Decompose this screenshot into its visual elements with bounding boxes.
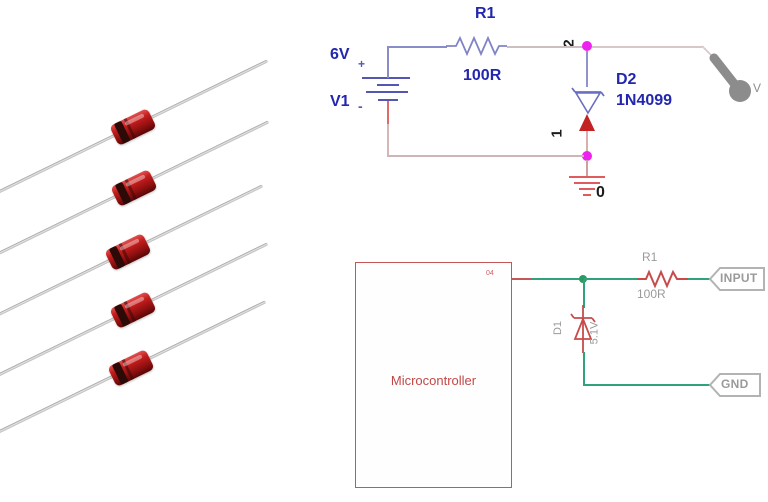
node-dot xyxy=(582,41,592,51)
zener-diode-symbol xyxy=(571,87,605,115)
wire xyxy=(583,352,585,386)
wire xyxy=(532,278,584,280)
diode-ref-label: D2 xyxy=(616,71,637,88)
junction-dot xyxy=(579,275,587,283)
voltage-label: 6V xyxy=(330,46,350,63)
wire xyxy=(387,124,389,157)
wire xyxy=(387,101,389,125)
diode-body xyxy=(110,168,158,208)
current-arrow xyxy=(579,114,595,131)
diode-body xyxy=(109,290,157,330)
glass-highlight xyxy=(124,113,145,127)
probe-label: V xyxy=(753,81,762,95)
microcontroller-label: Microcontroller xyxy=(390,373,477,388)
glass-highlight xyxy=(119,238,140,252)
glass-highlight xyxy=(122,354,143,368)
wire xyxy=(512,278,532,280)
ground-node-label: 0 xyxy=(596,184,605,201)
wire xyxy=(586,131,588,153)
resistor-symbol xyxy=(446,35,507,57)
input-tag-label: INPUT xyxy=(720,271,758,285)
resistor-value-label: 100R xyxy=(463,67,502,84)
resistor-ref-label: R1 xyxy=(642,250,658,264)
zener-diode-symbol xyxy=(570,305,596,353)
source-ref-label: V1 xyxy=(330,93,350,110)
battery-plus: + xyxy=(358,57,366,71)
wire xyxy=(584,278,637,280)
wire xyxy=(387,155,584,157)
node-dot xyxy=(582,151,592,161)
wire xyxy=(586,51,588,87)
input-tag xyxy=(708,267,765,291)
resistor-value-label: 100R xyxy=(637,287,666,301)
glass-highlight xyxy=(124,296,145,310)
node-1-label: 1 xyxy=(548,129,566,138)
diode-ref-label: D1 xyxy=(552,320,565,336)
diode-body xyxy=(104,232,152,272)
glass-highlight xyxy=(125,174,146,188)
diode-body xyxy=(109,107,157,147)
wire xyxy=(507,46,583,48)
resistor-ref-label: R1 xyxy=(475,5,496,22)
voltage-probe-icon xyxy=(701,45,751,102)
wire xyxy=(387,46,389,78)
wire xyxy=(387,46,447,48)
wire xyxy=(583,280,585,308)
battery-minus: - xyxy=(358,98,363,114)
gnd-tag xyxy=(708,373,761,397)
wire xyxy=(592,46,702,48)
diode-value-label: 5.1V xyxy=(588,321,601,345)
resistor-symbol xyxy=(637,269,688,289)
pin-label: 04 xyxy=(486,270,494,277)
wire xyxy=(688,278,712,280)
microcontroller-box: Microcontroller xyxy=(355,262,512,488)
gnd-tag-label: GND xyxy=(721,377,749,391)
diode-photo xyxy=(0,0,305,502)
diode-part-label: 1N4099 xyxy=(616,92,673,109)
diode-body xyxy=(107,348,155,388)
wire xyxy=(583,384,711,386)
